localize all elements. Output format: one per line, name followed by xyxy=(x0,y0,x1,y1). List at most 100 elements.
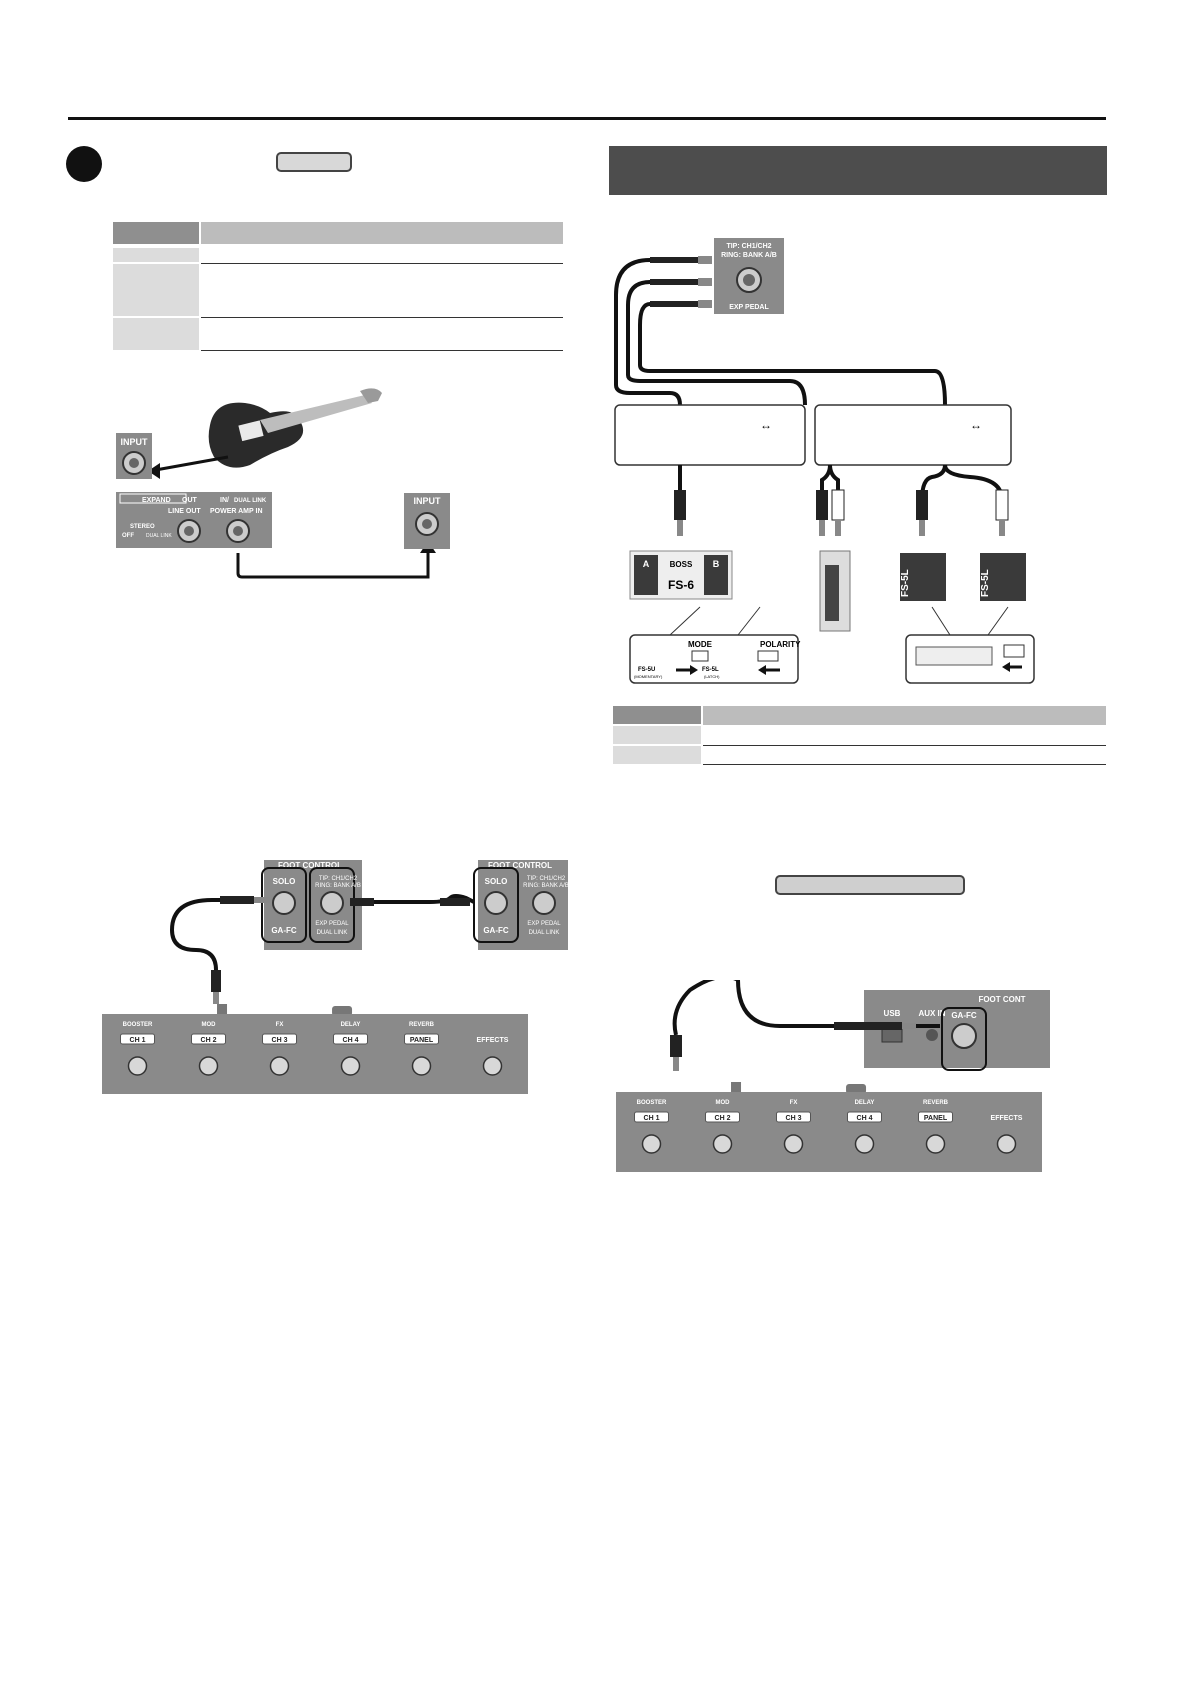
fs6-footswitch: A B BOSS FS-6 xyxy=(629,550,733,600)
header-keycap xyxy=(276,152,352,172)
footswitch-button[interactable] xyxy=(925,1134,946,1154)
board-body xyxy=(616,1092,1042,1172)
gafc-label: GA-FC xyxy=(951,1011,977,1020)
solo-label-2: SOLO xyxy=(485,877,508,886)
adapter-box-right xyxy=(814,404,1012,466)
solo-label-1: SOLO xyxy=(273,877,296,886)
panel-in: IN/ xyxy=(220,497,229,504)
ring-label-2: RING: BANK A/B xyxy=(523,883,569,889)
input2-label: INPUT xyxy=(414,496,442,506)
note-keycap xyxy=(775,875,965,895)
ring-label-1: RING: BANK A/B xyxy=(315,883,361,889)
footswitch-button[interactable] xyxy=(198,1056,219,1076)
usb-label: USB xyxy=(884,1009,901,1018)
exp-tip: TIP: CH1/CH2 xyxy=(726,243,771,250)
input-jack-box-2: INPUT xyxy=(404,493,450,549)
board-body xyxy=(102,1014,528,1094)
board-group-label: FX xyxy=(790,1100,798,1106)
footswitch-button[interactable] xyxy=(996,1134,1017,1154)
footswitch-button[interactable] xyxy=(854,1134,875,1154)
footswitch-button[interactable] xyxy=(482,1056,503,1076)
fs5l-footswitch-1: FS-5L xyxy=(900,553,946,601)
fs5u-footswitch xyxy=(819,550,851,632)
footswitch-button[interactable] xyxy=(641,1134,662,1154)
footswitch-button[interactable] xyxy=(783,1134,804,1154)
fs6-model: FS-6 xyxy=(668,578,694,592)
board-button-label-box xyxy=(404,1033,439,1045)
table-row xyxy=(613,724,1106,746)
figure-gafc-dual-link: FOOT CONTROL SOLO GA-FC TIP: CH1/CH2 RIN… xyxy=(102,860,569,1094)
board-button-label: CH 2 xyxy=(201,1037,217,1044)
callout-switch-settings xyxy=(629,634,799,684)
board-group-label: DELAY xyxy=(341,1022,361,1028)
footswitch-button[interactable] xyxy=(127,1056,148,1076)
off-label: OFF xyxy=(122,533,134,539)
aux-in-label: AUX IN xyxy=(918,1009,945,1018)
foot-control-panel-1: FOOT CONTROL SOLO GA-FC TIP: CH1/CH2 RIN… xyxy=(261,860,362,950)
adapter-box-left xyxy=(614,404,806,466)
board-button-label-box xyxy=(705,1111,740,1123)
footswitch-button[interactable] xyxy=(340,1056,361,1076)
footswitch-button[interactable] xyxy=(411,1056,432,1076)
footswitch-button[interactable] xyxy=(269,1056,290,1076)
board-button-label: EFFECTS xyxy=(991,1115,1023,1122)
fs5u-label: FS-5U xyxy=(638,667,655,673)
momentary-label: (MOMENTARY) xyxy=(634,674,663,679)
board-button-label-box xyxy=(776,1111,811,1123)
dual-link-label-2: DUAL LINK xyxy=(529,930,560,936)
table-row xyxy=(113,262,563,318)
table-row xyxy=(113,316,563,351)
fs5l-model-1: FS-5L xyxy=(900,569,911,597)
figure-footswitch-connection: TIP: CH1/CH2 RING: BANK A/B EXP PEDAL ↔ … xyxy=(614,238,1035,684)
table-row xyxy=(113,248,563,264)
table-header-row xyxy=(113,222,563,244)
dual-link-label-1: DUAL LINK xyxy=(317,930,348,936)
right-table xyxy=(613,706,1106,765)
board-button-label-box xyxy=(918,1111,953,1123)
left-table xyxy=(113,222,563,351)
fs6-b: B xyxy=(713,559,720,569)
section-bullet xyxy=(66,146,102,182)
line-out-label: LINE OUT xyxy=(168,508,201,515)
board-button-label-box xyxy=(191,1033,226,1045)
board-group-label: BOOSTER xyxy=(637,1100,667,1106)
tip-label-1: TIP: CH1/CH2 xyxy=(319,876,358,882)
foot-control-label-2: FOOT CONTROL xyxy=(488,861,552,870)
panel-dual-link: DUAL LINK xyxy=(234,498,267,504)
board-group-label: BOOSTER xyxy=(123,1022,153,1028)
fs6-brand: BOSS xyxy=(670,560,693,569)
input-label: INPUT xyxy=(121,437,149,447)
figure-guitar-connection: INPUT EXPAND OUT IN/ DUAL LINK LINE OUT … xyxy=(116,388,450,579)
mode-label: MODE xyxy=(688,640,713,649)
board-group-label: REVERB xyxy=(409,1022,435,1028)
board-group-label: MOD xyxy=(716,1100,731,1106)
panel-expand: EXPAND xyxy=(142,497,171,504)
power-amp-in-label: POWER AMP IN xyxy=(210,508,263,515)
board-button-label: CH 1 xyxy=(130,1037,146,1044)
board-button-label-box xyxy=(262,1033,297,1045)
board-button-label-box xyxy=(847,1111,882,1123)
board-button-label: EFFECTS xyxy=(477,1037,509,1044)
gafc-label-1: GA-FC xyxy=(271,926,297,935)
board-button-label-box xyxy=(634,1111,669,1123)
panel-out: OUT xyxy=(182,497,198,504)
exp-ring: RING: BANK A/B xyxy=(721,252,777,259)
exp-pedal-label-2: EXP PEDAL xyxy=(527,921,561,927)
fs5l-footswitch-2: FS-5L xyxy=(980,553,1026,601)
board-button-label: CH 1 xyxy=(644,1115,660,1122)
exp-pedal-label-1: EXP PEDAL xyxy=(315,921,349,927)
exp-pedal-jack-box: TIP: CH1/CH2 RING: BANK A/B EXP PEDAL xyxy=(714,238,784,314)
footswitch-button[interactable] xyxy=(712,1134,733,1154)
fs5l-label: FS-5L xyxy=(702,667,719,673)
board-button-label: CH 4 xyxy=(343,1037,359,1044)
polarity-label: POLARITY xyxy=(760,640,801,649)
board-group-label: MOD xyxy=(202,1022,217,1028)
left-box-arrow: ↔ xyxy=(760,418,772,432)
amp-rear-panel: EXPAND OUT IN/ DUAL LINK LINE OUT POWER … xyxy=(116,492,272,548)
board-button-label: CH 3 xyxy=(272,1037,288,1044)
foot-control-panel-2: FOOT CONTROL SOLO GA-FC TIP: CH1/CH2 RIN… xyxy=(473,860,569,950)
board-button-label-box xyxy=(333,1033,368,1045)
right-box-arrow: ↔ xyxy=(970,418,982,432)
